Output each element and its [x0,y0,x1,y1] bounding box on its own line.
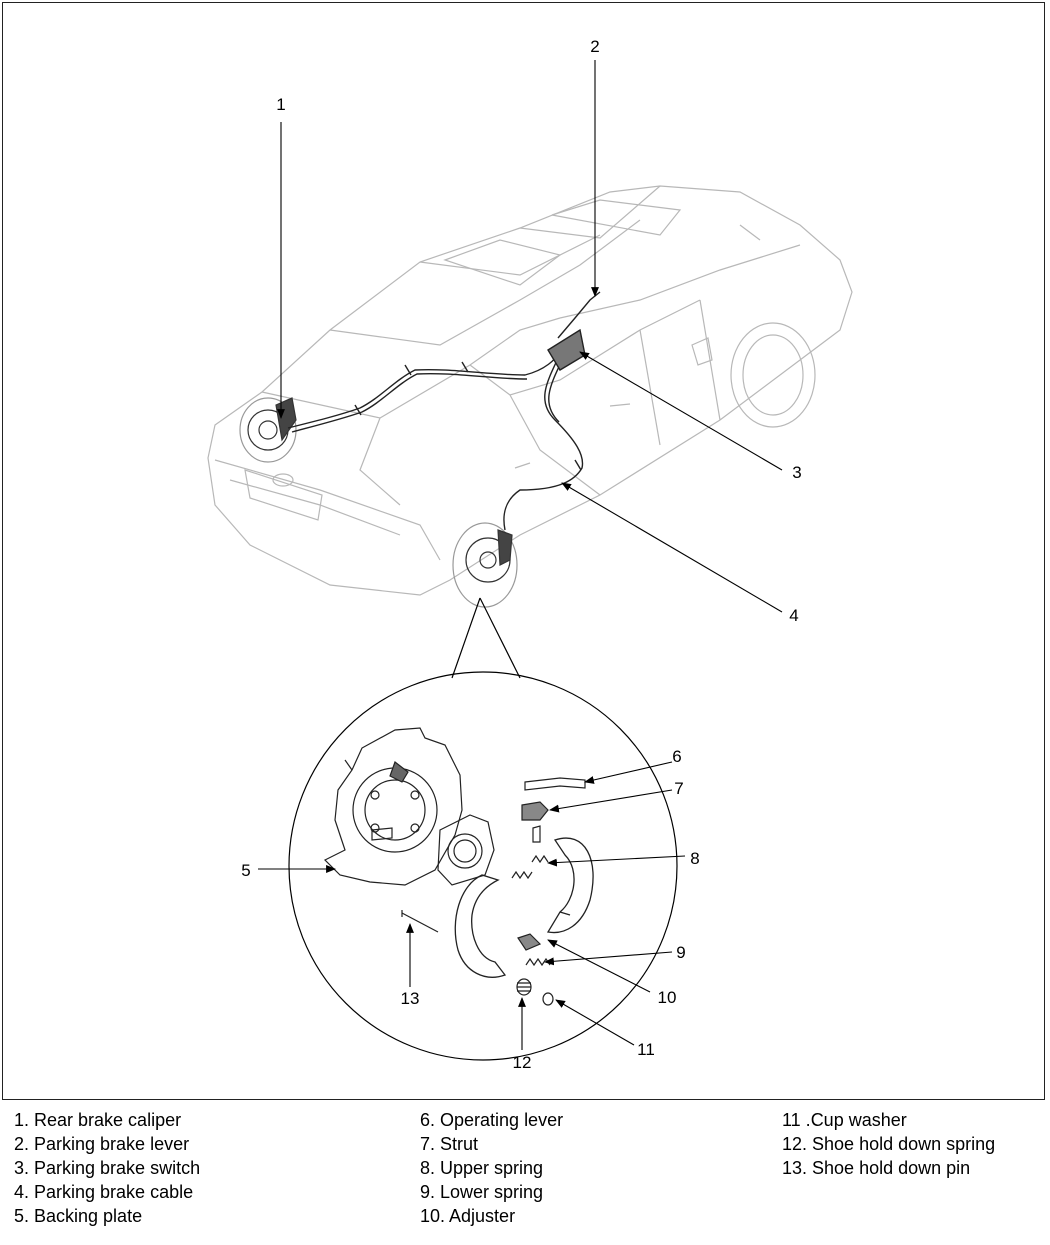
legend-item: 7. Strut [420,1134,479,1154]
legend-item: 4. Parking brake cable [14,1182,194,1202]
callout-11: 11 [637,1040,655,1059]
callout-8: 8 [690,849,699,868]
callout-5: 5 [241,861,250,880]
parking-brake-cable [287,291,601,531]
strut [521,801,549,821]
diagram-frame [2,2,1045,1100]
car-outline [207,185,853,596]
callout-3: 3 [792,463,801,482]
gasket [437,814,495,886]
backing-plate [323,727,463,886]
callout-7: 7 [674,779,683,798]
legend-item: 13. Shoe hold down pin [782,1158,971,1178]
legend-item: 10. Adjuster [420,1206,516,1226]
legend-column-3: 11 .Cup washer 12. Shoe hold down spring… [782,1108,995,1180]
detail-magnifier [288,597,678,1061]
brake-shoes [454,837,594,978]
hold-down-pin [401,912,439,933]
callout-1: 1 [276,95,285,114]
callout-12: 12 [513,1053,532,1072]
legend-item: 6. Operating lever [420,1110,564,1130]
adjuster [517,933,542,951]
legend-item: 2. Parking brake lever [14,1134,190,1154]
callout-4: 4 [789,606,798,625]
cup-washer [542,992,554,1006]
legend-item: 8. Upper spring [420,1158,544,1178]
legend-item: 1. Rear brake caliper [14,1110,182,1130]
legend-item: 11 .Cup washer [782,1110,907,1130]
operating-lever [524,777,586,791]
rear-right-brake [452,522,518,608]
legend-item: 5. Backing plate [14,1206,143,1226]
parking-brake-diagram: 1 2 3 4 5 6 7 8 9 10 11 12 13 [207,37,853,1072]
detail-circle [288,671,678,1061]
legend-item: 3. Parking brake switch [14,1158,201,1178]
upper-spring-left [511,870,533,880]
strut-pin [532,825,541,843]
callout-2: 2 [590,37,599,56]
legend-item: 12. Shoe hold down spring [782,1134,996,1154]
upper-spring-right [531,854,549,864]
legend-column-1: 1. Rear brake caliper 2. Parking brake l… [14,1108,200,1228]
detail-callout-lines [258,761,686,1050]
legend-column-2: 6. Operating lever 7. Strut 8. Upper spr… [420,1108,563,1228]
callout-10: 10 [658,988,677,1007]
legend-item: 9. Lower spring [420,1182,544,1202]
callout-numbers: 1 2 3 4 5 6 7 8 9 10 11 12 13 [241,37,801,1072]
rear-left-brake [239,397,297,463]
callout-13: 13 [401,989,420,1008]
callout-lines [277,60,783,613]
callout-6: 6 [672,747,681,766]
callout-9: 9 [676,943,685,962]
small-components [401,777,586,1006]
